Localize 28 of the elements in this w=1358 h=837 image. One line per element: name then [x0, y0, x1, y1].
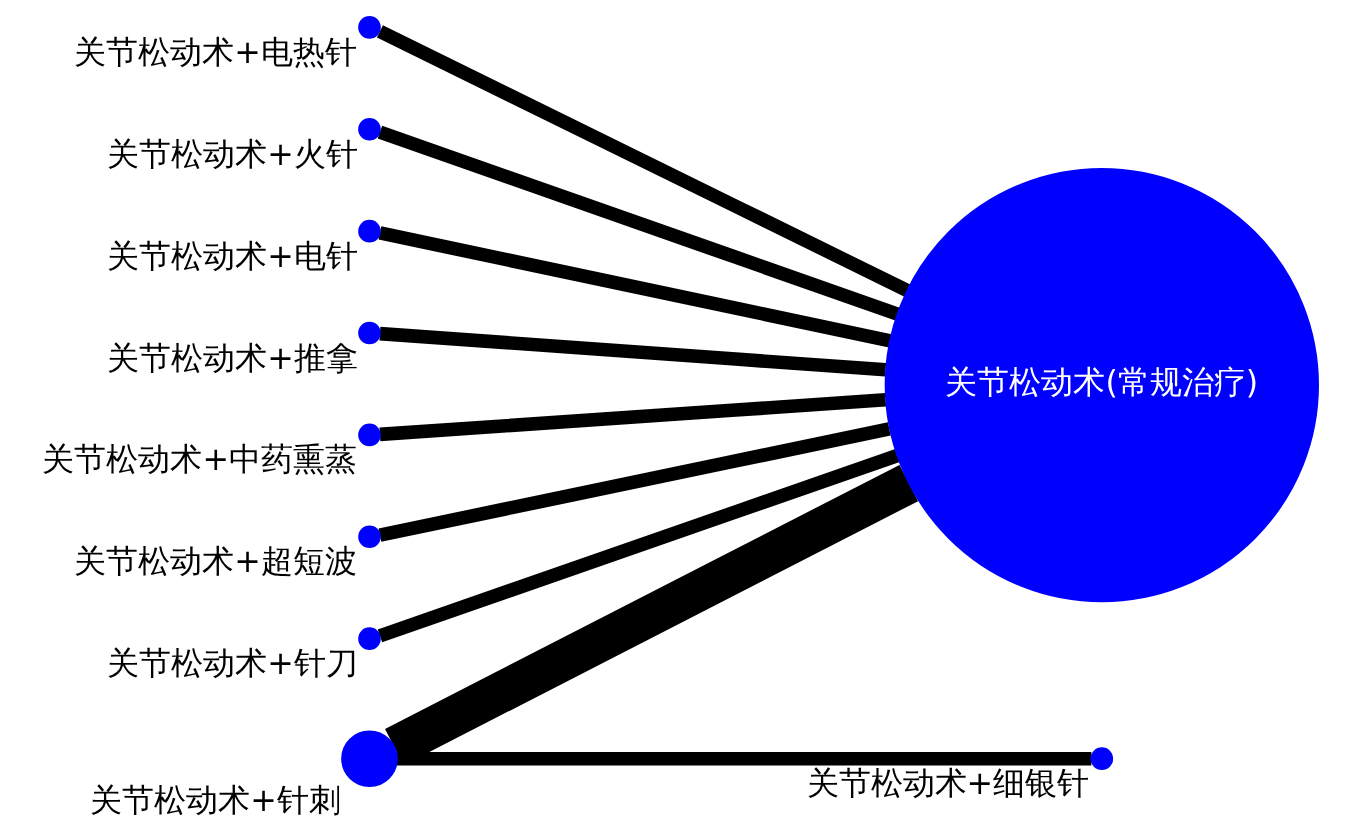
node-circle: [358, 16, 381, 39]
node-label: 关节松动术+电热针: [74, 33, 357, 70]
node-circle: [358, 117, 381, 141]
connector: [379, 392, 887, 442]
node-label: 关节松动术+推拿: [107, 339, 358, 376]
node-circle: [358, 219, 381, 243]
connector: [378, 226, 892, 348]
node-circle: [358, 321, 381, 345]
connector: [385, 464, 919, 766]
node-label: 关节松动术+细银针: [806, 765, 1090, 802]
connector: [377, 449, 900, 643]
connector: [396, 751, 1092, 766]
connector: [378, 422, 891, 542]
connector: [377, 125, 900, 321]
connector: [379, 326, 887, 377]
node-label: 关节松动术+电针: [107, 237, 358, 274]
node-circle: [1090, 747, 1114, 770]
node-label: 关节松动术+超短波: [74, 543, 357, 580]
node-circle: [341, 730, 398, 787]
node-circle: [358, 423, 381, 447]
node-circle: [358, 627, 381, 650]
node-label: 关节松动术+针刺: [90, 782, 341, 819]
node-label: 关节松动术+中药熏蒸: [42, 441, 357, 478]
node-label: 关节松动术+火针: [107, 135, 358, 172]
node-circle: 关节松动术(常规治疗): [884, 167, 1319, 603]
node-label: 关节松动术+针刀: [107, 645, 358, 682]
node-circle: [358, 525, 381, 549]
connector: [376, 25, 911, 297]
